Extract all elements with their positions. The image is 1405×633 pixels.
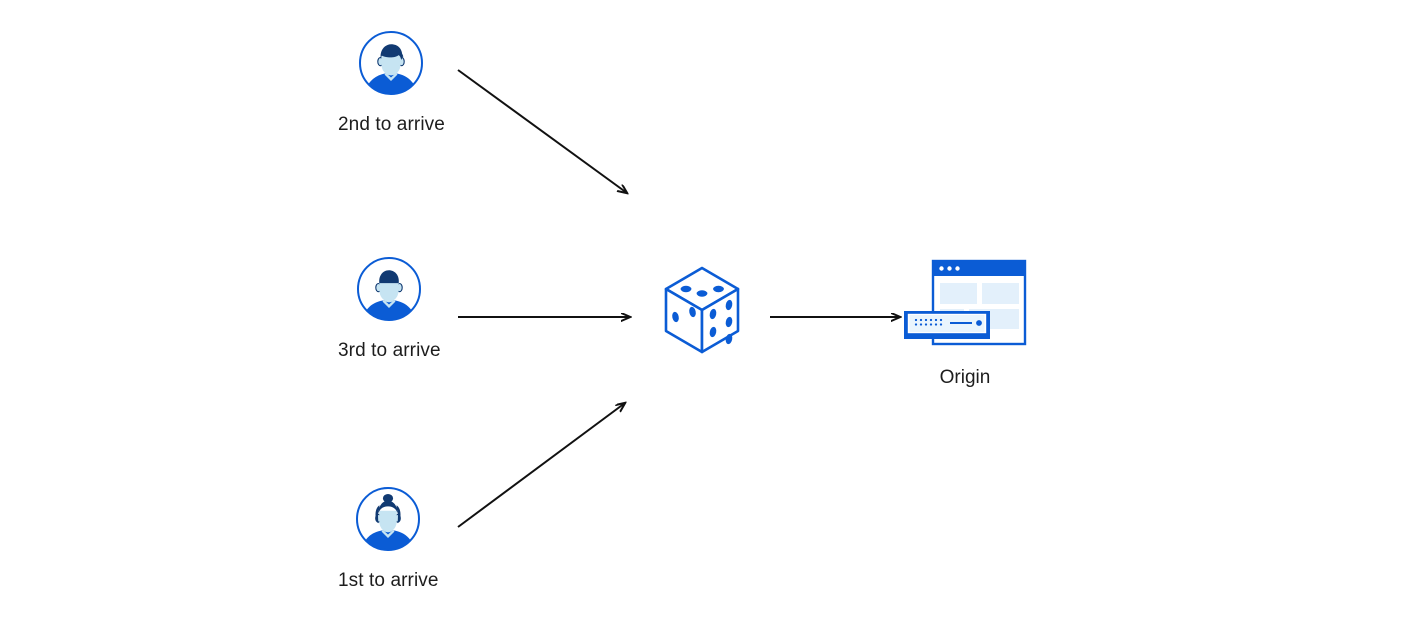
- node-label-client-3rd: 3rd to arrive: [338, 340, 441, 361]
- avatar-man-wavy-hair-icon: [359, 31, 424, 95]
- node-label-origin: Origin: [939, 367, 991, 388]
- dice-icon: [664, 266, 740, 354]
- node-client-3rd[interactable]: 3rd to arrive: [338, 256, 441, 363]
- origin-server-icon: [904, 259, 1027, 346]
- edge-1st-to-dice: [457, 403, 625, 528]
- node-label-client-2nd: 2nd to arrive: [338, 114, 445, 135]
- edge-2nd-to-dice: [457, 69, 627, 193]
- avatar-man-short-hair-icon: [357, 257, 422, 321]
- node-label-client-1st: 1st to arrive: [338, 570, 439, 591]
- node-origin[interactable]: Origin: [900, 255, 1030, 389]
- node-client-2nd[interactable]: 2nd to arrive: [338, 30, 445, 137]
- server-appliance-icon: [904, 311, 990, 339]
- node-router-dice[interactable]: [659, 262, 745, 358]
- avatar-woman-bun-icon: [356, 487, 421, 551]
- node-client-1st[interactable]: 1st to arrive: [338, 486, 439, 593]
